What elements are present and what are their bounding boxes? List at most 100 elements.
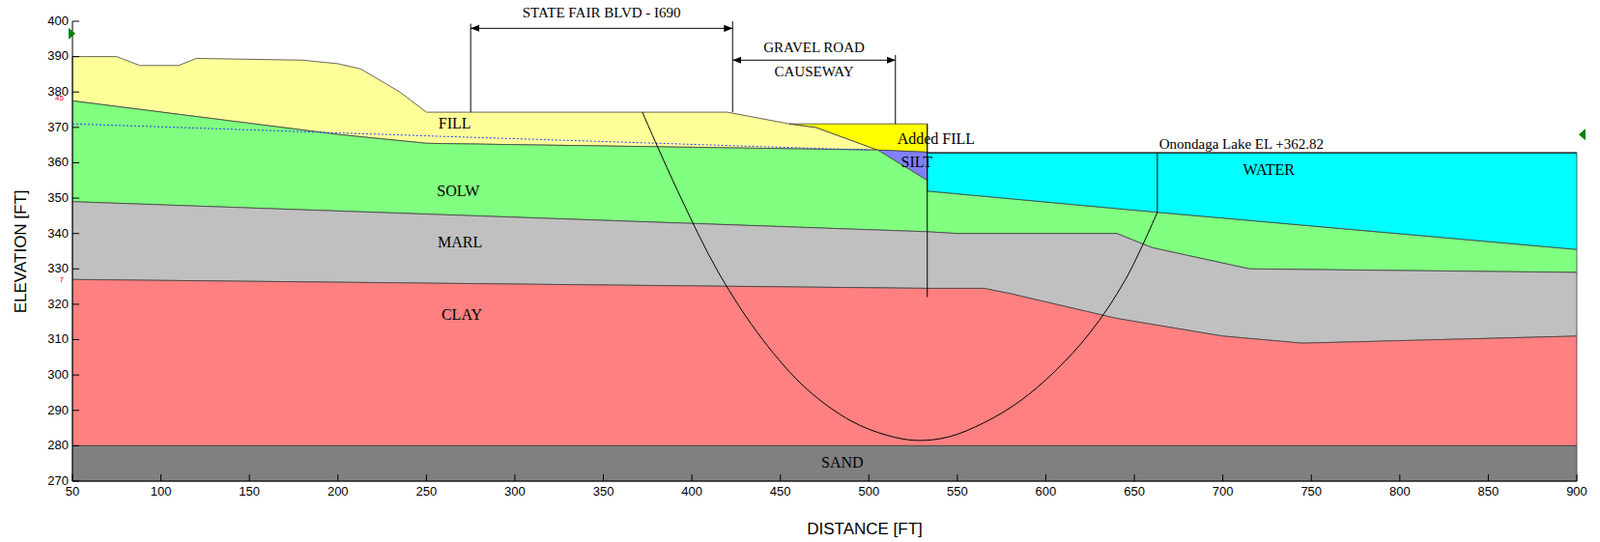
- lake-label: Onondaga Lake EL +362.82: [1159, 136, 1324, 153]
- tick-mark: [779, 474, 781, 482]
- tick-label: 330: [47, 261, 69, 276]
- tick-label: 200: [327, 485, 349, 499]
- layer-name: CLAY: [441, 306, 483, 324]
- tick-label: 800: [1389, 485, 1411, 499]
- tick-label: 380: [47, 85, 69, 99]
- layer-name: FILL: [438, 114, 472, 133]
- tick-mark: [337, 474, 339, 482]
- tick-mark: [72, 56, 80, 58]
- layer-name: WATER: [1243, 161, 1295, 179]
- layer-fill: [72, 279, 1577, 446]
- tick-mark: [956, 474, 958, 482]
- tick-mark: [1399, 474, 1400, 482]
- layer-fill: [927, 152, 1577, 250]
- tick-mark: [72, 268, 80, 270]
- tick-mark: [72, 303, 80, 305]
- tick-mark: [160, 474, 162, 482]
- tick-mark: [1134, 474, 1136, 482]
- extension-line: [894, 55, 896, 124]
- road-label: CAUSEWAY: [774, 63, 855, 81]
- section-line: [1156, 152, 1158, 213]
- layer-fill: [72, 445, 1577, 482]
- section-line: [926, 123, 928, 297]
- tick-mark: [72, 339, 80, 341]
- tick-mark: [514, 474, 515, 482]
- layer-fill: [72, 100, 1577, 273]
- axis-title: ELEVATION [FT]: [12, 189, 31, 314]
- tick-mark: [426, 474, 428, 482]
- layer-name: MARL: [437, 233, 483, 252]
- layer-name: SOLW: [436, 182, 480, 200]
- tick-mark: [602, 474, 604, 482]
- tick-label: 310: [47, 332, 69, 346]
- tick-label: 600: [1035, 485, 1058, 499]
- tick-label: 500: [857, 485, 880, 499]
- point-number: 7: [59, 276, 64, 286]
- tick-mark: [691, 474, 693, 482]
- tick-mark: [72, 374, 80, 376]
- tick-mark: [249, 474, 251, 482]
- extension-line: [470, 24, 472, 114]
- section-marker: [1578, 128, 1586, 141]
- layer-fill: [789, 123, 928, 152]
- layer-fill: [72, 201, 1577, 343]
- tick-mark: [72, 232, 80, 234]
- tick-mark: [1576, 474, 1578, 482]
- layer-name: SAND: [821, 454, 864, 472]
- tick-label: 850: [1478, 485, 1500, 499]
- tick-mark: [72, 481, 80, 483]
- tick-label: 100: [150, 485, 172, 499]
- tick-mark: [72, 162, 80, 164]
- tick-label: 320: [47, 297, 69, 312]
- tick-mark: [72, 445, 80, 447]
- tick-label: 360: [47, 155, 69, 170]
- x-axis: [72, 481, 1577, 483]
- tick-label: 280: [47, 438, 69, 453]
- tick-label: 390: [47, 49, 69, 63]
- tick-mark: [1222, 474, 1224, 482]
- tick-label: 900: [1566, 485, 1588, 499]
- tick-label: 750: [1300, 485, 1322, 499]
- road-label: GRAVEL ROAD: [763, 39, 865, 57]
- tick-label: 340: [47, 227, 69, 241]
- tick-label: 350: [593, 485, 615, 499]
- section-marker: [68, 28, 76, 40]
- tick-label: 370: [47, 120, 69, 135]
- tick-mark: [1487, 474, 1489, 482]
- tick-label: 400: [681, 485, 703, 499]
- tick-mark: [72, 126, 80, 128]
- tick-label: 350: [47, 191, 69, 205]
- road-label: STATE FAIR BLVD - I690: [522, 4, 682, 22]
- layer-name: Added FILL: [897, 130, 975, 148]
- tick-label: 400: [47, 14, 69, 29]
- tick-label: 150: [238, 485, 260, 499]
- tick-label: 270: [47, 474, 69, 488]
- layer-fill: [877, 149, 927, 180]
- water-table-line: [72, 123, 869, 150]
- tick-mark: [72, 198, 80, 200]
- axis-title: DISTANCE [FT]: [806, 520, 923, 540]
- tick-mark: [1311, 474, 1313, 482]
- tick-label: 650: [1123, 485, 1145, 499]
- tick-label: 50: [65, 485, 80, 499]
- extension-line: [732, 21, 734, 113]
- tick-label: 700: [1212, 485, 1234, 499]
- tick-mark: [868, 474, 870, 482]
- tick-mark: [72, 409, 80, 411]
- tick-label: 250: [416, 485, 438, 499]
